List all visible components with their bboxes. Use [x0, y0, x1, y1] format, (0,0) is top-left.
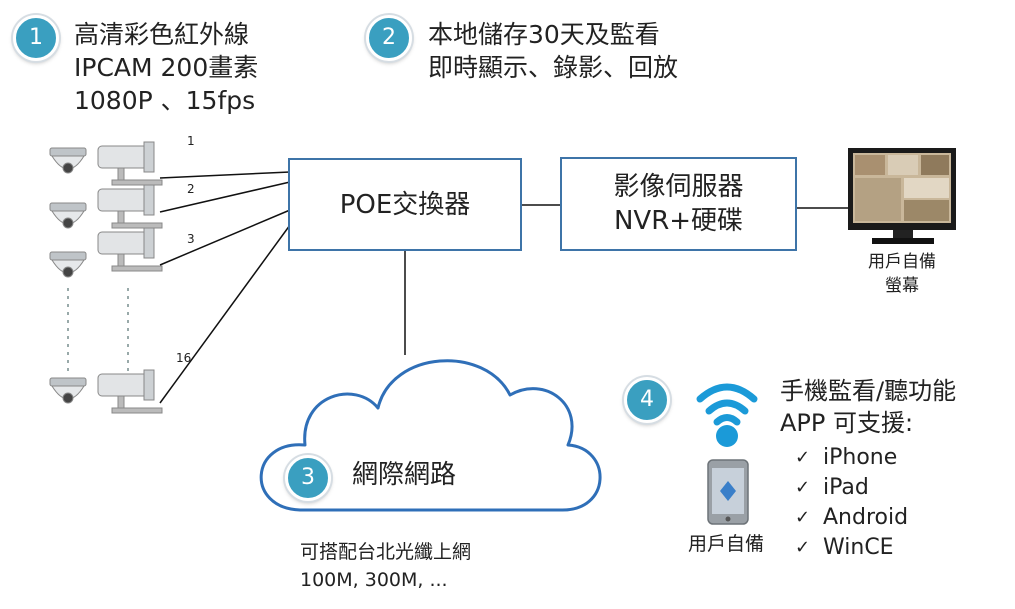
feature2-line: 本地儲存30天及監看	[428, 20, 660, 49]
internet-subtext-line: 可搭配台北光纖上網	[300, 541, 472, 563]
cable-line-16	[159, 224, 291, 404]
port-number: 3	[187, 232, 195, 246]
feature4-line: APP 可支援:	[780, 409, 914, 437]
internet-title: 網際網路	[352, 460, 457, 490]
monitor-label-line: 螢幕	[885, 276, 919, 296]
monitor-label: 用戶自備 螢幕	[852, 250, 952, 298]
badge-4: 4	[624, 377, 670, 423]
app-support-label: iPad	[823, 475, 869, 500]
app-support-label: WinCE	[823, 535, 894, 560]
wifi-icon	[696, 383, 758, 426]
feature1-line: IPCAM 200畫素	[74, 53, 259, 82]
smartphone-icon	[707, 459, 749, 525]
check-icon: ✓	[795, 477, 811, 498]
port-number: 2	[187, 182, 195, 196]
feature1-text: 高清彩色紅外線 IPCAM 200畫素 1080P 、15fps	[74, 18, 258, 117]
port-number: 1	[187, 134, 195, 148]
feature4-line: 手機監看/聽功能	[780, 377, 957, 405]
app-support-item: ✓ iPhone	[795, 443, 908, 473]
app-support-item: ✓ Android	[795, 503, 908, 533]
feature1-line: 高清彩色紅外線	[74, 20, 250, 49]
internet-subtext-line: 100M, 300M, ...	[300, 569, 448, 591]
nvr-box: 影像伺服器 NVR+硬碟	[560, 157, 797, 251]
app-support-label: iPhone	[823, 445, 898, 470]
badge-1: 1	[13, 15, 59, 61]
internet-subtext: 可搭配台北光纖上網 100M, 300M, ...	[300, 538, 471, 594]
badge-2: 2	[366, 15, 412, 61]
app-support-item: ✓ iPad	[795, 473, 908, 503]
cable-line-3	[159, 209, 291, 266]
badge-3: 3	[285, 455, 331, 501]
phone-label: 用戶自備	[688, 533, 765, 555]
nvr-line: NVR+硬碟	[613, 206, 744, 236]
monitor-label-line: 用戶自備	[868, 252, 936, 272]
cable-line-1	[159, 171, 291, 179]
cable-line-2	[159, 181, 291, 213]
feature4-text: 手機監看/聽功能 APP 可支援:	[780, 375, 956, 439]
nvr-line: 影像伺服器	[613, 172, 744, 202]
cloud-icon	[259, 359, 602, 512]
monitor-icon	[848, 148, 956, 244]
app-support-label: Android	[823, 505, 909, 530]
bullet-camera-icon	[97, 141, 163, 414]
app-support-item: ✓ WinCE	[795, 533, 908, 563]
port-number: 16	[176, 351, 192, 365]
check-icon: ✓	[795, 447, 811, 468]
dome-camera-icon	[49, 147, 87, 404]
poe-switch-box: POE交換器	[288, 158, 522, 251]
wifi-dot-icon	[716, 425, 738, 447]
feature2-line: 即時顯示、錄影、回放	[428, 53, 679, 82]
app-support-list: ✓ iPhone ✓ iPad ✓ Android ✓ WinCE	[795, 443, 908, 563]
feature2-text: 本地儲存30天及監看 即時顯示、錄影、回放	[428, 18, 678, 84]
check-icon: ✓	[795, 507, 811, 528]
check-icon: ✓	[795, 537, 811, 558]
poe-switch-label: POE交換器	[339, 189, 471, 220]
feature1-line: 1080P 、15fps	[74, 86, 256, 115]
